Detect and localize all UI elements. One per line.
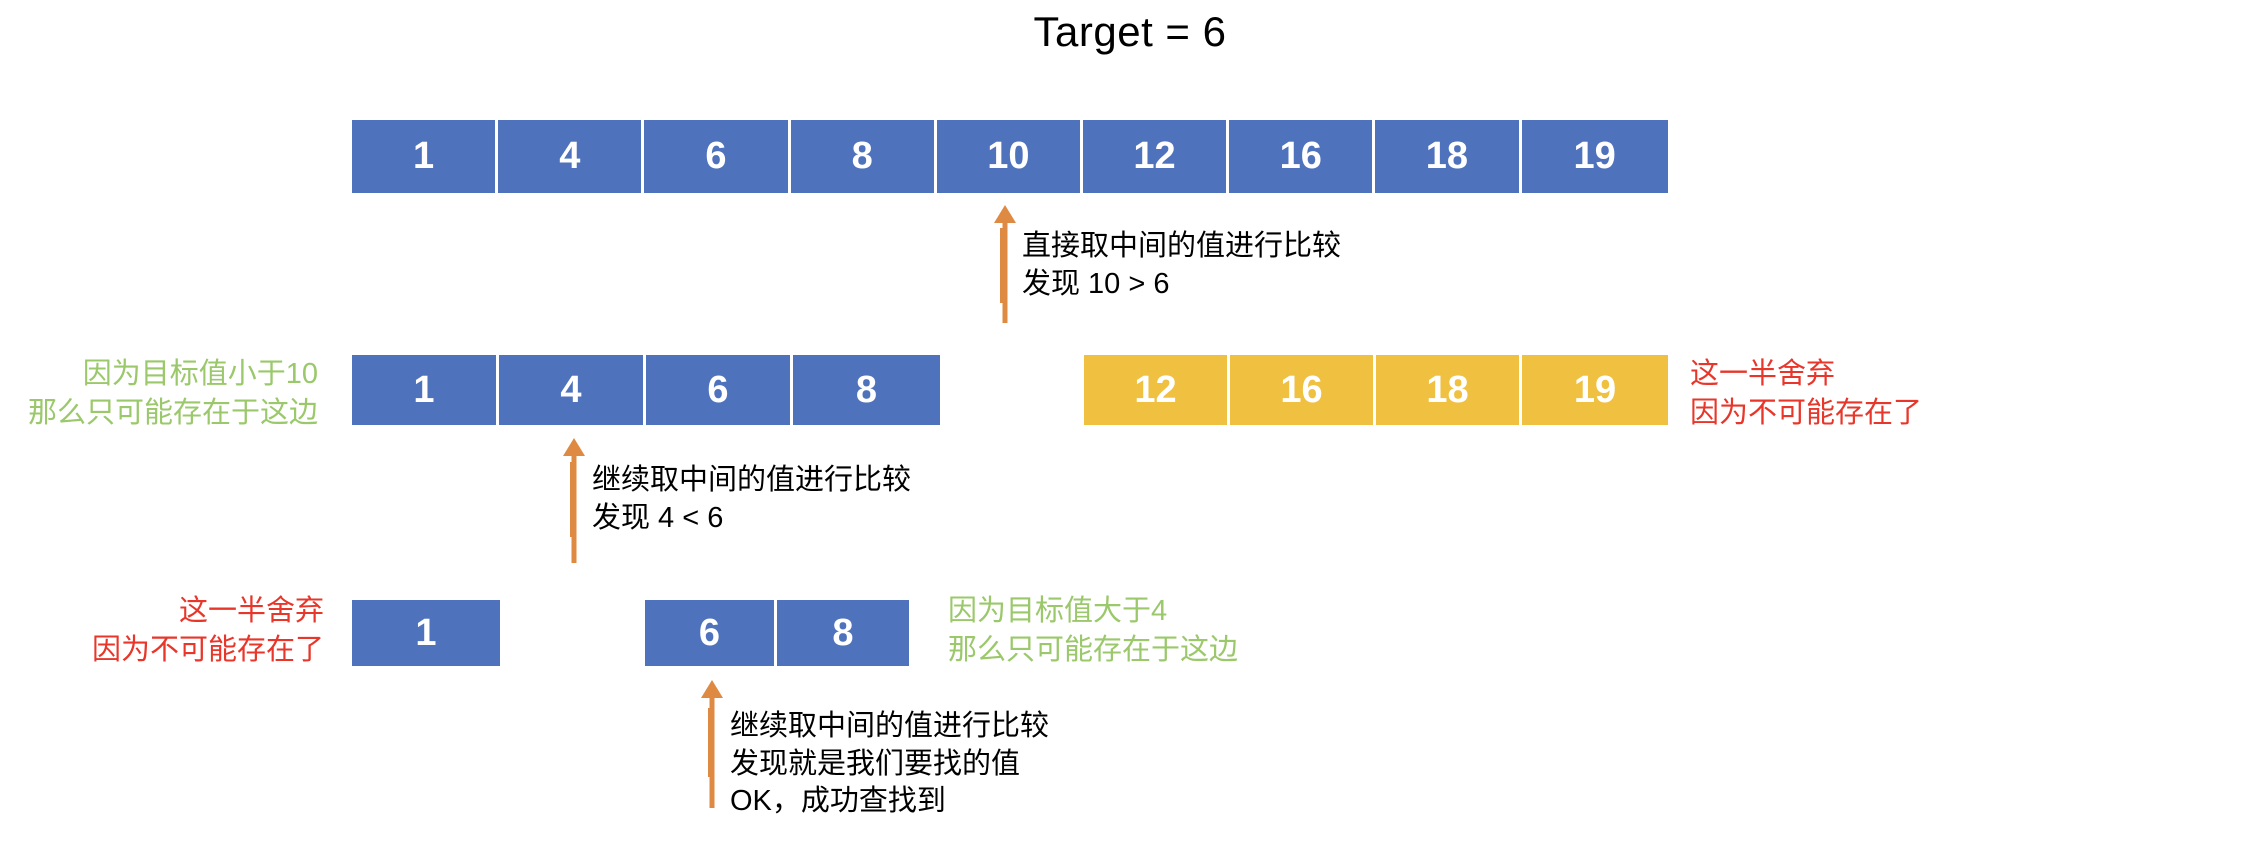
- arrow-head-icon: [994, 205, 1016, 223]
- array-cell[interactable]: 4: [499, 355, 646, 425]
- array-row-step3-right: 6 8: [645, 600, 909, 666]
- arrow-head-icon: [563, 438, 585, 456]
- array-row-step3-left-discarded: 1: [352, 600, 500, 666]
- label-keep-right-half: 因为目标值大于4 那么只可能存在于这边: [948, 592, 1238, 669]
- pointer-arrow-step1: [993, 205, 1017, 323]
- array-cell[interactable]: 19: [1521, 120, 1668, 193]
- page-title: Target = 6: [1033, 8, 1227, 55]
- array-cell[interactable]: 10: [936, 120, 1083, 193]
- array-row-step1: 1 4 6 8 10 12 16 18 19: [352, 120, 1668, 193]
- annotation-line: 继续取中间的值进行比较: [730, 710, 1050, 742]
- annotation-rule: [1000, 228, 1005, 304]
- annotation-line: 发现就是我们要找的值: [730, 747, 1021, 780]
- label-line: 因为不可能存在了: [91, 633, 324, 666]
- array-cell[interactable]: 6: [644, 120, 791, 193]
- annotation-rule: [708, 708, 713, 778]
- array-cell[interactable]: 16: [1229, 120, 1376, 193]
- annotation-line: 发现 10 > 6: [1022, 267, 1170, 300]
- annotation-line: 发现 4 < 6: [592, 501, 724, 534]
- array-cell[interactable]: 1: [352, 600, 500, 666]
- array-cell[interactable]: 19: [1522, 355, 1668, 425]
- array-cell[interactable]: 12: [1082, 120, 1230, 193]
- annotation-line: 继续取中间的值进行比较: [592, 464, 912, 496]
- array-row-step2-left: 1 4 6 8: [352, 355, 940, 425]
- array-cell[interactable]: 8: [777, 600, 909, 666]
- label-line: 因为不可能存在了: [1690, 396, 1923, 429]
- array-row-step2-right-discarded: 12 16 18 19: [1084, 355, 1668, 425]
- array-cell[interactable]: 8: [793, 355, 940, 425]
- array-cell[interactable]: 8: [790, 120, 937, 193]
- arrow-head-icon: [701, 680, 723, 698]
- array-cell[interactable]: 18: [1375, 120, 1522, 193]
- label-line: 这一半舍弃: [1690, 358, 1836, 390]
- array-cell[interactable]: 18: [1376, 355, 1522, 425]
- annotation-line: 直接取中间的值进行比较: [1022, 230, 1342, 262]
- array-cell[interactable]: 12: [1084, 355, 1230, 425]
- annotation-line: OK，成功查找到: [730, 785, 946, 818]
- label-line: 因为目标值大于4: [948, 595, 1168, 627]
- label-keep-left-half: 因为目标值小于10 那么只可能存在于这边: [0, 355, 332, 432]
- array-cell[interactable]: 1: [352, 120, 499, 193]
- array-cell[interactable]: 6: [645, 600, 777, 666]
- annotation-rule: [570, 462, 575, 538]
- label-line: 因为目标值小于10: [82, 358, 318, 390]
- annotation-step2: 继续取中间的值进行比较 发现 4 < 6: [570, 462, 912, 538]
- label-discard-right-half: 这一半舍弃 因为不可能存在了: [1690, 355, 1922, 432]
- array-cell[interactable]: 1: [352, 355, 499, 425]
- label-discard-left-half: 这一半舍弃 因为不可能存在了: [20, 592, 338, 669]
- label-line: 那么只可能存在于这边: [27, 396, 318, 429]
- label-line: 那么只可能存在于这边: [948, 633, 1239, 666]
- label-line: 这一半舍弃: [178, 595, 324, 627]
- annotation-step3: 继续取中间的值进行比较 发现就是我们要找的值 OK，成功查找到: [708, 708, 1049, 821]
- array-cell[interactable]: 4: [498, 120, 645, 193]
- array-cell[interactable]: 6: [646, 355, 793, 425]
- array-cell[interactable]: 16: [1230, 355, 1376, 425]
- annotation-step1: 直接取中间的值进行比较 发现 10 > 6: [1000, 228, 1342, 304]
- arrow-shaft: [1002, 215, 1008, 323]
